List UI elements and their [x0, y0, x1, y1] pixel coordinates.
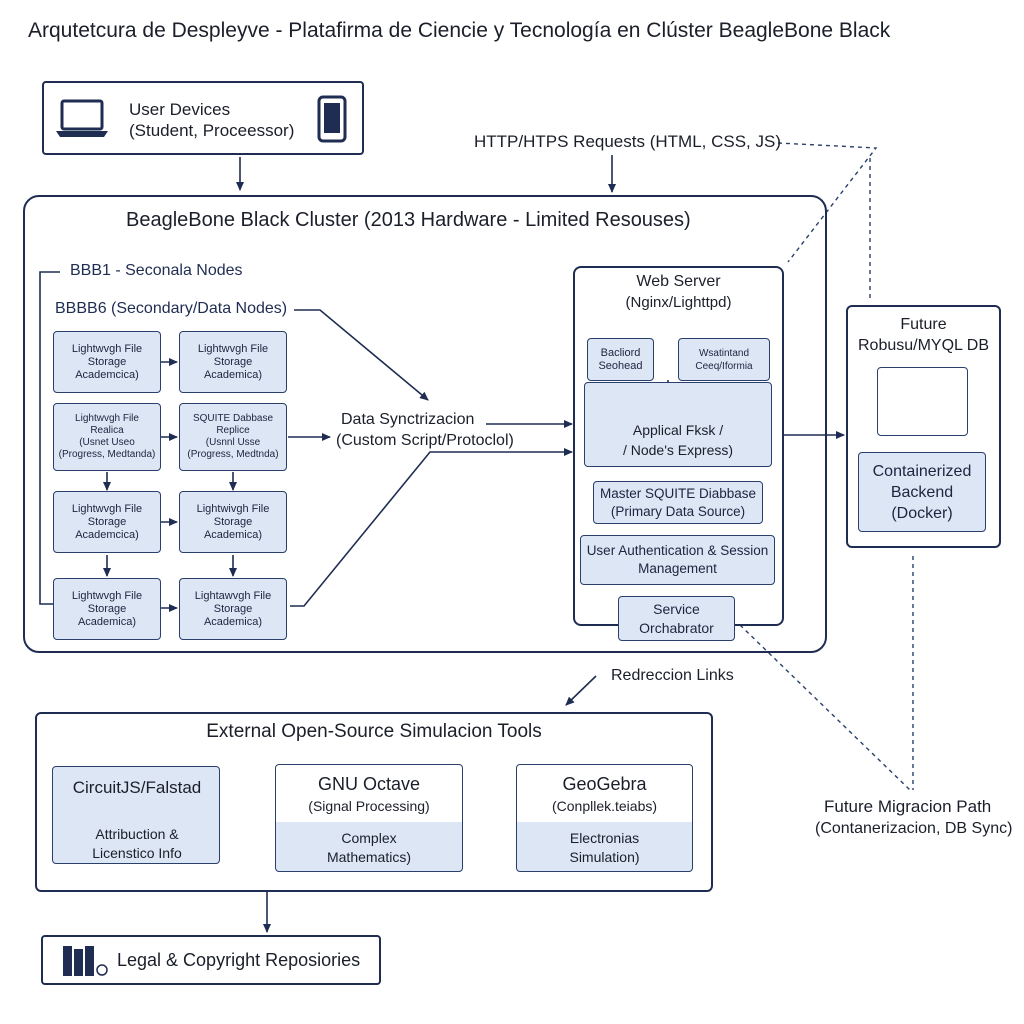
- redirect-links-label: Redreccion Links: [611, 667, 734, 684]
- geogebra-sub: (Conpllek.teiabs): [551, 798, 658, 814]
- geogebra-name: GeoGebra: [562, 774, 647, 794]
- gnu-octave-name: GNU Octave: [317, 774, 421, 794]
- http-requests-label: HTTP/HTPS Requests (HTML, CSS, JS): [474, 132, 781, 151]
- data-sync-subtitle: (Custom Script/Protoclol): [336, 432, 514, 449]
- web-server-subtitle: (Nginx/Lighttpd): [625, 294, 732, 311]
- web-server-title: Web Server: [636, 273, 721, 290]
- bbb6-label: BBBB6 (Secondary/Data Nodes): [55, 300, 288, 317]
- future-db-title: Future: [900, 316, 947, 333]
- user-devices-title: User Devices: [129, 100, 231, 119]
- file-replica-node: Lightwvgh File Realica (Usnet Useo (Prog…: [53, 403, 161, 471]
- app-framework-box: [584, 382, 772, 467]
- storage-node-4: Lightwivgh File Storage Academica): [179, 491, 287, 553]
- storage-node-2: Lightwvgh File Storage Academica): [179, 331, 287, 393]
- bbb1-label: BBB1 - Seconala Nodes: [70, 262, 243, 279]
- external-tools-title: External Open-Source Simulacion Tools: [206, 721, 542, 742]
- storage-node-5: Lightwvgh File Storage Academica): [53, 578, 161, 640]
- cluster-frame: [23, 195, 827, 653]
- laptop-icon: [56, 99, 108, 137]
- user-devices-box: User Devices (Student, Proceessor): [42, 81, 364, 155]
- future-db-subtitle: Robusu/MYQL DB: [857, 337, 989, 354]
- books-icon: [63, 946, 108, 976]
- service-orchestrator-box: Service Orchabrator: [618, 596, 735, 641]
- app-framework-label: Applical Fksk / / Node's Express): [622, 422, 734, 458]
- user-devices-subtitle: (Student, Proceessor): [129, 121, 295, 140]
- geogebra-desc: Electronias Simulation): [569, 830, 640, 865]
- gnu-octave-sub: (Signal Processing): [308, 798, 430, 814]
- geogebra-box: GeoGebra (Conpllek.teiabs) Electronias S…: [516, 764, 693, 872]
- data-sync-title: Data Synctrizacion: [341, 411, 475, 428]
- future-migration-title: Future Migracion Path: [824, 797, 992, 816]
- master-db-box: Master SQUITE Diabbase (Primary Data Sou…: [593, 481, 763, 524]
- containerized-backend-box: Containerized Backend (Docker): [858, 452, 986, 532]
- circuitjs-name: CircuitJS/Falstad: [72, 778, 202, 797]
- backend-box: Bacliord Seohead: [587, 338, 654, 381]
- storage-node-1: Lightwvgh File Storage Academcica): [53, 331, 161, 393]
- future-migration-subtitle: (Contanerizacion, DB Sync): [815, 820, 1013, 837]
- legal-box: Legal & Copyright Reposiories: [41, 935, 381, 985]
- cluster-title: BeagleBone Black Cluster (2013 Hardware …: [126, 209, 691, 231]
- auth-session-box: User Authentication & Session Management: [580, 535, 775, 585]
- gnu-octave-desc: Complex Mathematics): [326, 830, 412, 865]
- legal-label: Legal & Copyright Reposiories: [117, 950, 361, 970]
- storage-node-6: Lightawvgh File Storage Academica): [179, 578, 287, 640]
- circuitjs-box: CircuitJS/Falstad Attribuction & Licenst…: [52, 766, 220, 864]
- circuitjs-license: Attribuction & Licenstico Info: [92, 826, 182, 861]
- sqlite-replica-node: SQUITE Dabbase Replice (Usnnl Usse (Prog…: [179, 403, 287, 471]
- gnu-octave-box: GNU Octave (Signal Processing) Complex M…: [275, 764, 463, 872]
- storage-node-3: Lightwvgh File Storage Academcica): [53, 491, 161, 553]
- diagram-title: Arqutetcura de Despleyve - Platafirma de…: [28, 19, 891, 42]
- phone-icon: [317, 95, 347, 143]
- frontend-box: Wsatintand Ceeq/Iformia: [678, 338, 770, 381]
- future-db-placeholder: [877, 367, 968, 436]
